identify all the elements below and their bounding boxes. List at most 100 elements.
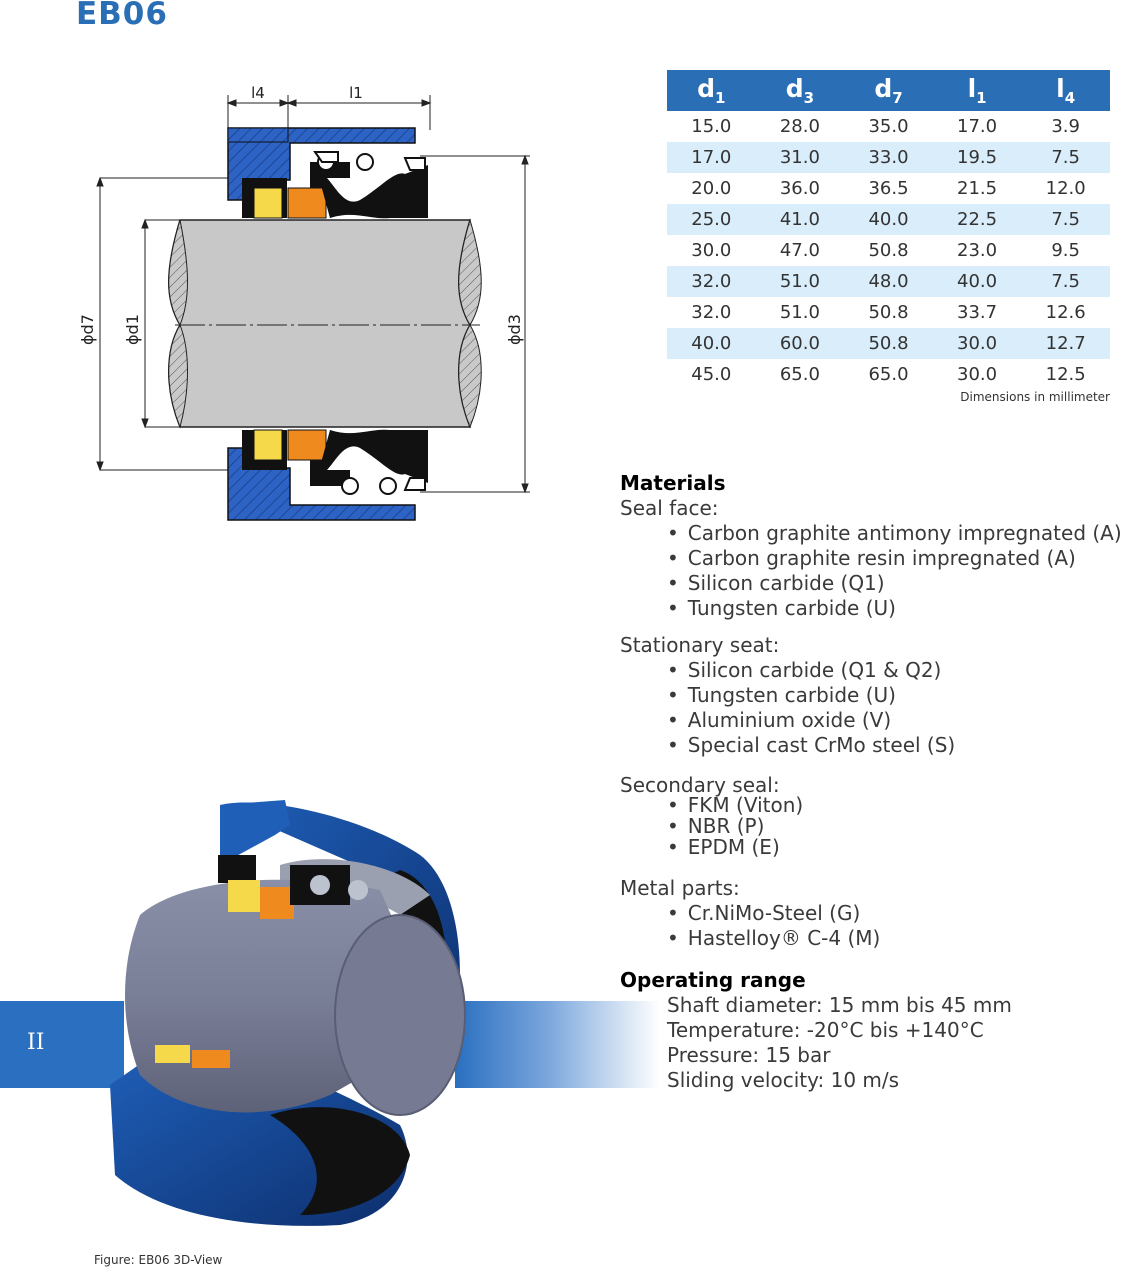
header-l4: l4 <box>1021 70 1110 111</box>
list-item: Tungsten carbide (U) <box>667 683 1144 708</box>
secondary-seal-list: FKM (Viton) NBR (P) EPDM (E) <box>620 795 1144 858</box>
list-item: Special cast CrMo steel (S) <box>667 733 1144 758</box>
table-cell: 50.8 <box>844 328 933 359</box>
header-d7: d7 <box>844 70 933 111</box>
label-l4: l4 <box>251 84 265 102</box>
seal-internals-upper <box>242 151 428 219</box>
stationary-seat-list: Silicon carbide (Q1 & Q2) Tungsten carbi… <box>620 658 1144 758</box>
table-cell: 7.5 <box>1021 142 1110 173</box>
operating-range-item: Temperature: -20°C bis +140°C <box>667 1018 984 1042</box>
operating-range-heading: Operating range <box>620 968 806 992</box>
list-item: FKM (Viton) <box>667 795 1144 816</box>
table-cell: 15.0 <box>691 116 732 137</box>
list-item: Aluminium oxide (V) <box>667 708 1144 733</box>
shaft <box>168 218 482 429</box>
list-item: Cr.NiMo-Steel (G) <box>667 901 1144 926</box>
table-cell: 47.0 <box>779 240 820 261</box>
list-item: Silicon carbide (Q1 & Q2) <box>667 658 1144 683</box>
list-item: NBR (P) <box>667 816 1144 837</box>
table-cell: 23.0 <box>957 240 998 261</box>
table-cell: 50.8 <box>868 240 909 261</box>
seal-3d-view <box>110 800 466 1226</box>
table-cell: 65.0 <box>868 364 909 385</box>
table-cell: 48.0 <box>844 266 933 297</box>
metal-parts-label: Metal parts: <box>620 876 740 900</box>
table-cell: 45.0 <box>691 364 732 385</box>
table-row: 45.0 65.0 65.0 30.0 12.5 <box>667 359 1110 390</box>
table-cell: 36.5 <box>868 178 909 199</box>
table-cell: 28.0 <box>779 116 820 137</box>
list-item: Silicon carbide (Q1) <box>667 571 1144 596</box>
label-d7: ϕd7 <box>78 314 97 345</box>
label-l1: l1 <box>349 84 363 102</box>
table-cell: 30.0 <box>957 364 998 385</box>
table-cell: 50.8 <box>868 302 909 323</box>
table-cell: 7.5 <box>1021 266 1110 297</box>
table-cell: 40.0 <box>667 328 756 359</box>
table-cell: 21.5 <box>957 178 998 199</box>
table-cell: 40.0 <box>844 204 933 235</box>
operating-range-item: Pressure: 15 bar <box>667 1043 831 1067</box>
table-cell: 51.0 <box>779 302 820 323</box>
section-band-right <box>455 1001 660 1088</box>
table-cell: 36.0 <box>779 178 820 199</box>
table-cell: 17.0 <box>957 116 998 137</box>
right-dimension-lines <box>420 154 530 494</box>
table-cell: 12.5 <box>1045 364 1086 385</box>
list-item: Tungsten carbide (U) <box>667 596 1144 621</box>
operating-range-item: Shaft diameter: 15 mm bis 45 mm <box>667 993 1012 1017</box>
metal-parts-list: Cr.NiMo-Steel (G) Hastelloy® C-4 (M) <box>620 901 1144 951</box>
label-d1: ϕd1 <box>123 314 142 345</box>
operating-range-item: Sliding velocity: 10 m/s <box>667 1068 900 1092</box>
dimensions-note: Dimensions in millimeter <box>960 390 1110 404</box>
table-cell: 30.0 <box>691 240 732 261</box>
table-cell: 20.0 <box>691 178 732 199</box>
table-cell: 41.0 <box>755 204 845 235</box>
top-dimension-lines <box>226 95 432 130</box>
table-cell: 35.0 <box>868 116 909 137</box>
table-cell: 12.0 <box>1045 178 1086 199</box>
cross-section-drawing: l4 l1 ϕd7 ϕd1 ϕd3 <box>78 84 530 521</box>
housing-lower <box>227 447 416 521</box>
table-row: 20.0 36.0 36.5 21.5 12.0 <box>667 173 1110 204</box>
header-d1: d1 <box>667 70 756 111</box>
housing-upper <box>227 127 416 201</box>
table-cell: 12.7 <box>1021 328 1110 359</box>
table-cell: 31.0 <box>755 142 845 173</box>
table-cell: 51.0 <box>755 266 845 297</box>
table-cell: 12.6 <box>1045 302 1086 323</box>
table-cell: 17.0 <box>667 142 756 173</box>
dimensions-header-row: d1 d3 d7 l1 l4 <box>667 70 1110 111</box>
specs-panel: Materials Seal face: Carbon graphite ant… <box>620 470 1144 1093</box>
table-cell: 22.5 <box>932 204 1022 235</box>
table-cell: 32.0 <box>667 266 756 297</box>
secondary-seal-label: Secondary seal: <box>620 773 780 797</box>
header-l1: l1 <box>932 70 1022 111</box>
list-item: Hastelloy® C-4 (M) <box>667 926 1144 951</box>
operating-range-list: Shaft diameter: 15 mm bis 45 mm Temperat… <box>620 993 1144 1093</box>
seal-face-list: Carbon graphite antimony impregnated (A)… <box>620 521 1144 621</box>
seal-face-label: Seal face: <box>620 496 719 520</box>
table-cell: 65.0 <box>779 364 820 385</box>
list-item: Carbon graphite resin impregnated (A) <box>667 546 1144 571</box>
seal-internals-lower <box>242 429 428 495</box>
figure-caption: Figure: EB06 3D-View <box>94 1253 223 1267</box>
table-cell: 19.5 <box>932 142 1022 173</box>
table-cell: 40.0 <box>932 266 1022 297</box>
table-cell: 7.5 <box>1021 204 1110 235</box>
table-cell: 9.5 <box>1051 240 1080 261</box>
table-cell: 30.0 <box>932 328 1022 359</box>
page-title: EB06 <box>76 0 168 32</box>
header-d3: d3 <box>755 70 845 111</box>
list-item: Carbon graphite antimony impregnated (A) <box>667 521 1144 546</box>
table-cell: 60.0 <box>755 328 845 359</box>
table-cell: 33.7 <box>957 302 998 323</box>
materials-heading: Materials <box>620 471 726 495</box>
